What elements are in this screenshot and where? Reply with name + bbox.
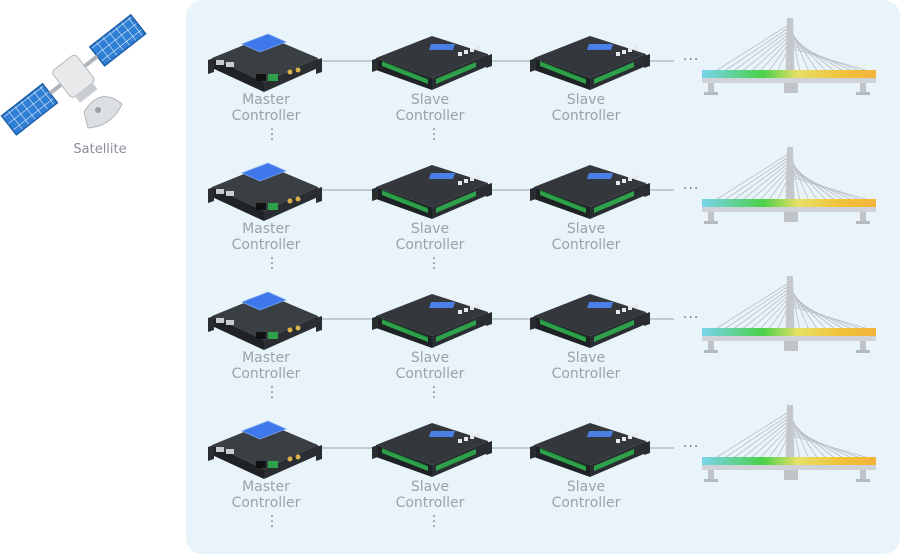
- vertical-continuation-dots: ···: [269, 122, 275, 148]
- vertical-continuation-dots: ···: [269, 251, 275, 277]
- vertical-continuation-dots: ···: [431, 251, 437, 277]
- slave-controller-device: [372, 36, 492, 90]
- master-controller-device: [208, 420, 322, 479]
- slave-controller-device: [530, 165, 650, 219]
- master-controller-device: [208, 33, 322, 92]
- slave-controller-device: [372, 165, 492, 219]
- slave-controller-device: [530, 36, 650, 90]
- satellite-icon: [0, 13, 147, 136]
- bridge-illustration: [702, 276, 876, 353]
- vertical-continuation-dots: ···: [431, 509, 437, 535]
- vertical-continuation-dots: ···: [269, 380, 275, 406]
- slave-controller-device: [372, 294, 492, 348]
- master-controller-device: [208, 162, 322, 221]
- bridge-illustration: [702, 18, 876, 95]
- vertical-continuation-dots: ···: [431, 380, 437, 406]
- satellite-label: Satellite: [73, 142, 127, 157]
- bridge-illustration: [702, 405, 876, 482]
- horizontal-continuation-ellipsis: ···: [683, 181, 700, 197]
- master-controller-device: [208, 291, 322, 350]
- slave-controller-device: [530, 423, 650, 477]
- bridge-illustration: [702, 147, 876, 224]
- slave-controller-device: [372, 423, 492, 477]
- horizontal-continuation-ellipsis: ···: [683, 52, 700, 68]
- vertical-continuation-dots: ···: [269, 509, 275, 535]
- slave-controller-device: [530, 294, 650, 348]
- horizontal-continuation-ellipsis: ···: [683, 439, 700, 455]
- vertical-continuation-dots: ···: [431, 122, 437, 148]
- horizontal-continuation-ellipsis: ···: [683, 310, 700, 326]
